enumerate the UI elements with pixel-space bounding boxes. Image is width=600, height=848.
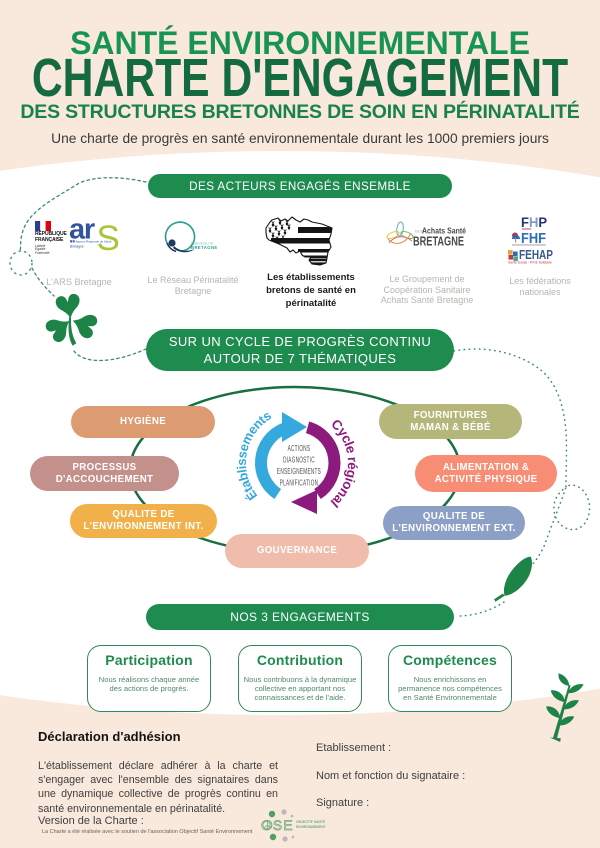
svg-text:Achats Santé: Achats Santé	[422, 226, 466, 236]
svg-text:S: S	[97, 219, 120, 256]
svg-text:FHF: FHF	[521, 231, 546, 247]
svg-text:ar: ar	[69, 216, 95, 246]
svg-text:BRETAGNE: BRETAGNE	[191, 245, 218, 250]
svg-text:Bretagne: Bretagne	[70, 245, 84, 249]
svg-text:PÉRINATALITÉ: PÉRINATALITÉ	[191, 241, 213, 246]
svg-text:ACTIONS: ACTIONS	[288, 445, 311, 454]
svg-text:GCS: GCS	[415, 230, 424, 234]
svg-text:OSE: OSE	[261, 817, 294, 833]
svg-text:ENVIRONNEMENT: ENVIRONNEMENT	[296, 825, 327, 829]
svg-text:OBJECTIF SANTÉ: OBJECTIF SANTÉ	[296, 819, 326, 824]
svg-text:PLANIFICATION: PLANIFICATION	[280, 479, 319, 488]
svg-text:Agence Régionale de Santé: Agence Régionale de Santé	[76, 239, 112, 243]
svg-text:ENSEIGNEMENTS: ENSEIGNEMENTS	[277, 468, 321, 477]
svg-text:DIAGNOSTIC: DIAGNOSTIC	[283, 456, 315, 465]
svg-text:Santé Social - Privé Solidaire: Santé Social - Privé Solidaire	[508, 261, 552, 265]
svg-text:BRETAGNE: BRETAGNE	[413, 235, 464, 249]
svg-text:FEHAP: FEHAP	[519, 248, 553, 262]
svg-text:FHP: FHP	[521, 215, 547, 230]
